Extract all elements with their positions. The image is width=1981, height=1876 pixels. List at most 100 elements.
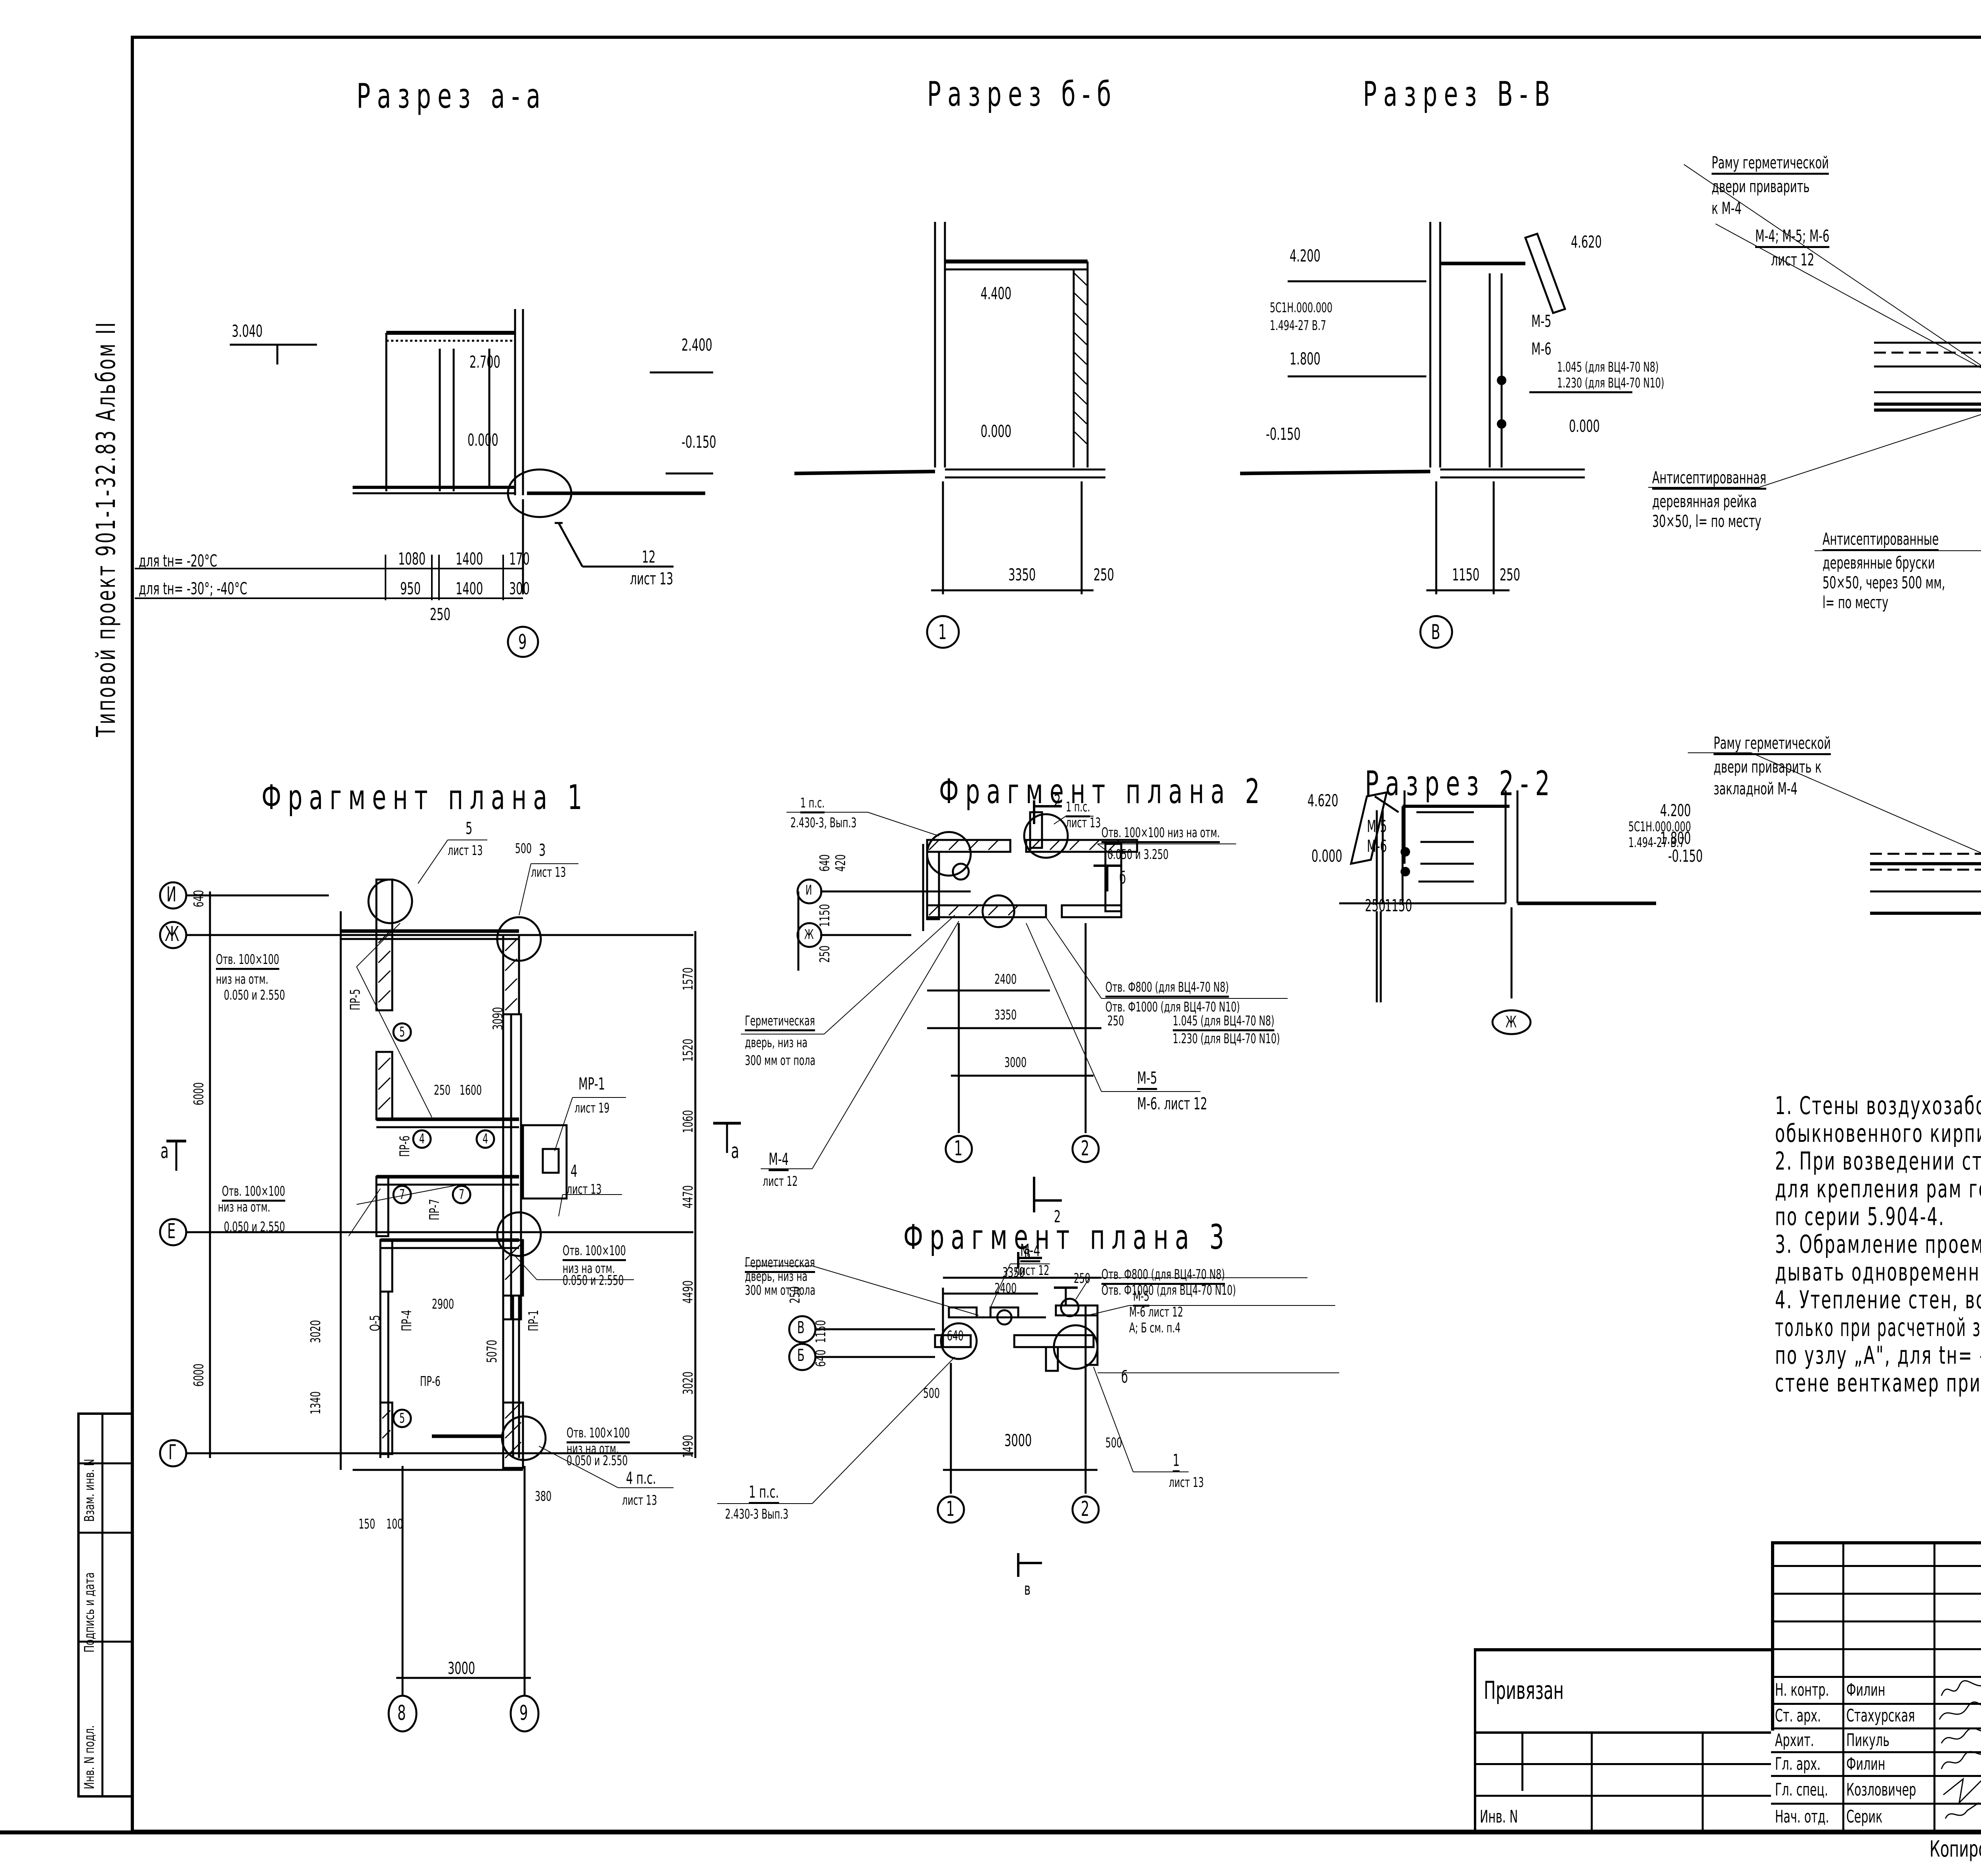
vv-mark-minus0150: -0.150 xyxy=(1266,424,1301,444)
plan2-callout5-line2: Отв. Ф1000 (для ВЦ4-70 N10) xyxy=(1105,999,1240,1015)
vv-mark-1800: 1.800 xyxy=(1290,349,1321,368)
plan1-dim-1600: 1600 xyxy=(460,1082,482,1098)
plan1-dim-380: 380 xyxy=(535,1489,552,1504)
note-line: 2. При возведении стен, заложить закладн… xyxy=(1775,1147,1981,1176)
plan3-dim-2400: 2400 xyxy=(994,1281,1017,1296)
bb-dim-250: 250 xyxy=(1094,565,1114,584)
plan1-axis-8: 8 xyxy=(397,1701,406,1725)
plan1-room-4a: 4 xyxy=(419,1131,425,1147)
plan2-callout4-line3: 300 мм от пола xyxy=(745,1053,815,1069)
plan3-axis-b: Б xyxy=(797,1345,805,1365)
s22-mark-minus0150: -0.150 xyxy=(1668,846,1703,866)
plan3-dim-640a: 640 xyxy=(947,1328,964,1344)
s22-mark-4620: 4.620 xyxy=(1307,791,1338,810)
plan3-dim-250b: 250 xyxy=(787,1286,803,1303)
plan1-room-5: 5 xyxy=(399,1024,405,1040)
plan3-callout3-line2: Отв. Ф1000 (для ВЦ4-70 N10) xyxy=(1101,1282,1236,1298)
plan1-axis-9: 9 xyxy=(519,1701,528,1725)
plan1-dim-100: 100 xyxy=(386,1516,403,1532)
plan1-note4-line1: Отв. 100×100 xyxy=(567,1426,630,1443)
plan1-note1-line3: 0.050 и 2.550 xyxy=(224,987,285,1003)
plan1-room-4b: 4 xyxy=(483,1131,489,1147)
plan3-dim-3350: 3350 xyxy=(1002,1265,1025,1281)
aa-row2-v3: 300 xyxy=(509,579,530,598)
plan2-title: Фрагмент плана 2 xyxy=(939,772,1266,811)
aa-row1-label: для tн= -20°С xyxy=(139,551,218,571)
plan3-callout4-line2: М-6 лист 12 xyxy=(1129,1304,1183,1320)
node-a-callout-1-line3: к М-4 xyxy=(1712,198,1742,218)
note-line: стене венткамер принять по узлу „Б". xyxy=(1775,1368,1981,1397)
tb-name-2: Пикуль xyxy=(1846,1730,1890,1750)
vv-ref-line2: 1.494-27 В.7 xyxy=(1270,318,1326,334)
vv-elev-1045: 1.045 (для ВЦ4-70 N8) xyxy=(1557,359,1659,375)
vv-mark-0000: 0.000 xyxy=(1569,416,1600,436)
tb-role-0: Н. контр. xyxy=(1775,1680,1829,1700)
plan3-dim-500a: 500 xyxy=(923,1386,940,1401)
node-a-callout-6-line1: Антисептированные xyxy=(1823,531,1939,551)
plan3-dim-3000: 3000 xyxy=(1004,1431,1032,1450)
plan1-callout-5-sheet: лист 13 xyxy=(448,843,483,859)
vv-elev-1230: 1.230 (для ВЦ4-70 N10) xyxy=(1557,375,1664,391)
bb-mark-4400: 4.400 xyxy=(981,284,1011,303)
note-line: 1. Стены воздухозаборных камер выполнить… xyxy=(1775,1091,1981,1120)
plan3-dim-500b: 500 xyxy=(1105,1435,1122,1451)
plan2-callout6-line1: 1.045 (для ВЦ4-70 N8) xyxy=(1173,1014,1275,1031)
plan1-section-a-left: а xyxy=(160,1139,169,1163)
plan1-note4-line2: низ на отм. xyxy=(567,1441,619,1457)
s22-mark-0000: 0.000 xyxy=(1311,846,1342,866)
plan1-title: Фрагмент плана 1 xyxy=(261,778,589,817)
tb-role-5: Нач. отд. xyxy=(1775,1807,1829,1827)
plan1-callout-4-sheet: лист 13 xyxy=(567,1181,602,1197)
plan3-callout1-line3: 300 мм от пола xyxy=(745,1282,815,1298)
plan1-axis-g: Г xyxy=(168,1441,177,1464)
s22-m6: М-6 xyxy=(1367,836,1387,856)
note-line: дывать одновременно с возведением перего… xyxy=(1775,1258,1981,1286)
aa-row2-v2: 1400 xyxy=(456,579,483,598)
plan2-callout7-line1: М-5 xyxy=(1137,1070,1157,1090)
plan1-dim-150: 150 xyxy=(359,1516,376,1532)
title-block: Привязан Инв. N Н. контр. Филин Ст. арх.… xyxy=(0,1541,1981,1834)
plan1-note3-line2: низ на отм. xyxy=(563,1261,615,1277)
plan1-callout-3-sheet: лист 13 xyxy=(531,865,566,880)
plan2-callout3-line2: 0.050 и 3.250 xyxy=(1107,847,1169,863)
plan2-callout8-line1: М-4 xyxy=(769,1151,789,1171)
node-a-callout-6-line3: 50×50, через 500 мм, xyxy=(1823,573,1945,592)
plan3-callout5-line1: 1 xyxy=(1173,1452,1180,1472)
node-a-callout-6-line4: l= по месту xyxy=(1823,593,1889,612)
note-line: по узлу „А", для tн= -20°С; -30°С обрамл… xyxy=(1775,1341,1981,1370)
tb-role-4: Гл. спец. xyxy=(1775,1780,1828,1800)
s22-mark-4200: 4.200 xyxy=(1660,801,1691,820)
aa-callout-sheet: лист 13 xyxy=(630,569,674,588)
tb-signatures xyxy=(1939,1680,1981,1819)
aa-row2-v1: 950 xyxy=(400,579,421,598)
vv-ref-line1: 5С1Н.000.000 xyxy=(1270,300,1333,316)
plan3-callout4-line3: А; Б см. п.4 xyxy=(1129,1320,1181,1336)
tb-name-4: Козловичер xyxy=(1846,1780,1916,1800)
tb-name-1: Стахурская xyxy=(1846,1706,1915,1726)
plan3-dim-250a: 250 xyxy=(1074,1271,1091,1286)
section-22-title: Разрез 2-2 xyxy=(1365,764,1557,803)
tb-role-3: Гл. арх. xyxy=(1775,1754,1821,1774)
plan1-callout-mr1: МР-1 xyxy=(578,1074,605,1094)
plan3-callout4-line1: М-5 xyxy=(1133,1290,1149,1307)
plan3-callout3-line1: Отв. Ф800 (для ВЦ4-70 N8) xyxy=(1101,1268,1225,1285)
mark-2700: 2.700 xyxy=(469,352,500,372)
plan2-axis-2: 2 xyxy=(1081,1137,1090,1160)
tb-privyazan: Привязан xyxy=(1484,1676,1564,1705)
tb-name-3: Филин xyxy=(1846,1754,1886,1774)
plan2-dim-2400: 2400 xyxy=(994,971,1017,987)
plan2-section-2-bottom: 2 xyxy=(1054,1207,1061,1226)
node-a-callout-2-line2: лист 12 xyxy=(1771,250,1815,269)
plan2-callout6-line2: 1.230 (для ВЦ4-70 N10) xyxy=(1173,1031,1280,1047)
plan2-callout3-line1: Отв. 100×100 низ на отм. xyxy=(1101,826,1220,843)
bb-mark-0000: 0.000 xyxy=(981,422,1011,441)
s22-m5: М-5 xyxy=(1367,817,1387,836)
